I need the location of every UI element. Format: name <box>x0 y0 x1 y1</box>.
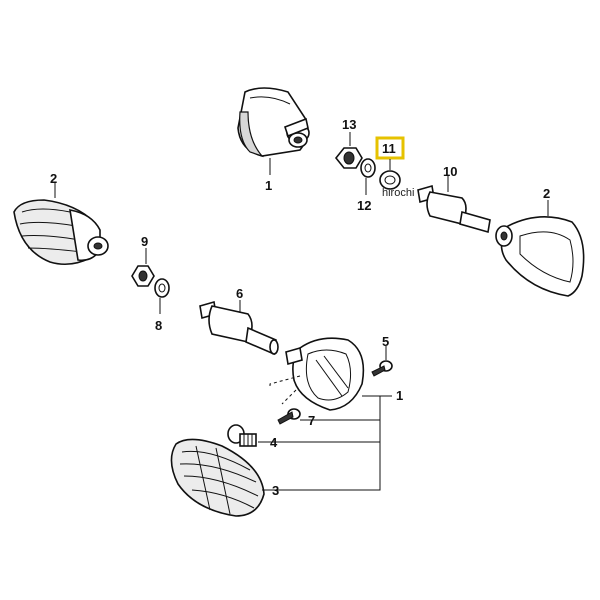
screw-5 <box>371 360 393 377</box>
watermark-text: hirochi <box>382 187 414 199</box>
lock-washer-11 <box>379 170 401 190</box>
nut-9 <box>131 265 155 287</box>
label-part-1-top: 1 <box>265 178 272 193</box>
screw-7 <box>277 408 301 425</box>
washer-8 <box>154 278 170 298</box>
label-part-12: 12 <box>357 198 371 213</box>
label-part-6: 6 <box>236 286 243 301</box>
highlight-box <box>375 136 405 160</box>
label-part-1-bottom: 1 <box>396 388 403 403</box>
label-part-5: 5 <box>382 334 389 349</box>
label-part-2-right: 2 <box>543 186 550 201</box>
stalk-6 <box>199 300 279 356</box>
label-part-7: 7 <box>308 413 315 428</box>
lens-3 <box>170 438 265 517</box>
label-part-8: 8 <box>155 318 162 333</box>
label-part-11: 11 <box>382 141 396 156</box>
label-part-3: 3 <box>272 483 279 498</box>
label-part-4: 4 <box>270 435 278 450</box>
stalk-10 <box>417 184 491 234</box>
label-part-13: 13 <box>342 117 356 132</box>
indicator-housing-left <box>13 199 109 266</box>
indicator-housing-right <box>495 216 585 297</box>
indicator-housing-top <box>237 87 310 158</box>
bulb-4 <box>227 424 257 447</box>
base-plate <box>285 337 365 411</box>
label-part-10: 10 <box>443 164 457 179</box>
label-part-2-left: 2 <box>50 171 57 186</box>
nut-13 <box>334 147 363 169</box>
washer-12 <box>360 158 376 178</box>
label-part-9: 9 <box>141 234 148 249</box>
